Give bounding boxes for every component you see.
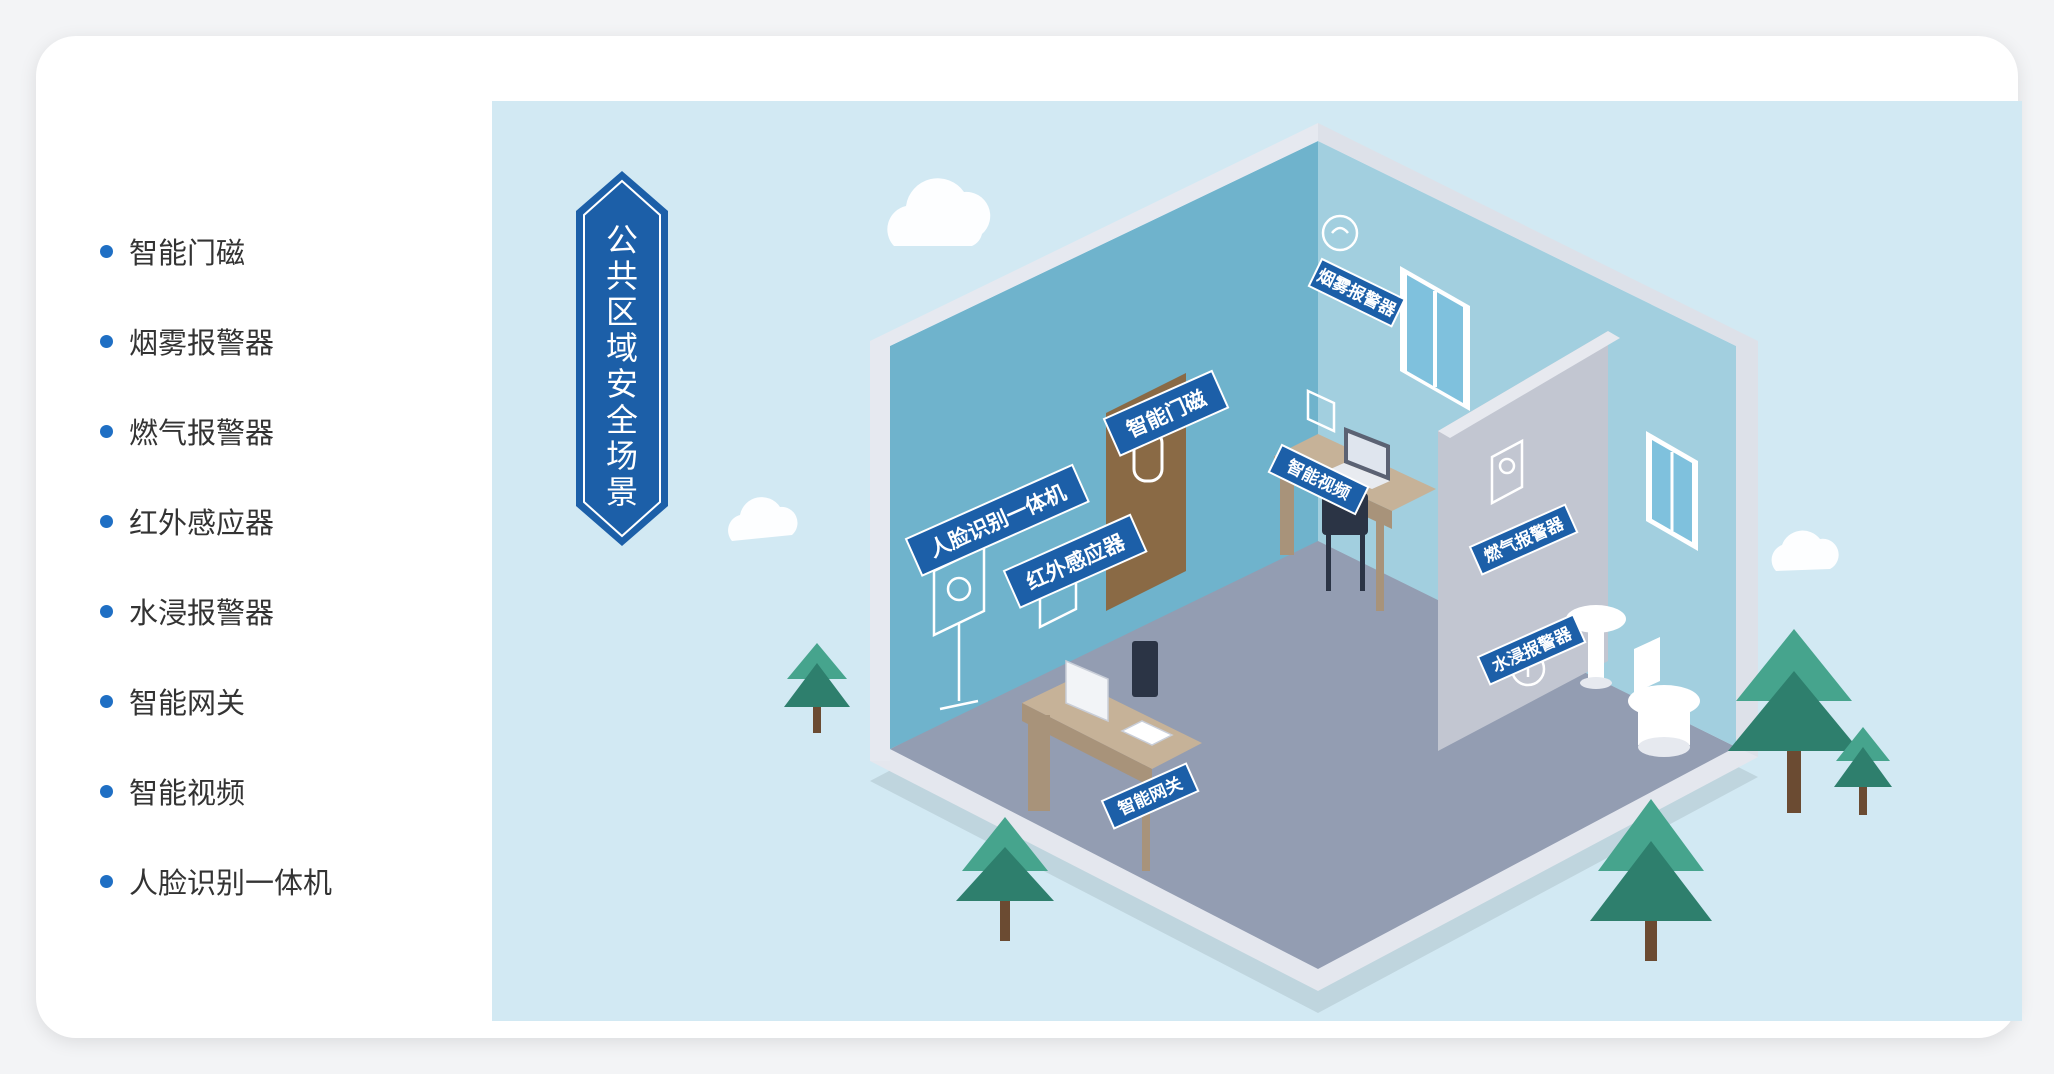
feature-label: 燃气报警器 <box>129 416 275 450</box>
feature-label: 红外感应器 <box>129 506 275 540</box>
tree-icon <box>784 643 850 733</box>
gas-detector-icon <box>1490 438 1524 506</box>
feature-item-video: 智能视频 <box>100 746 332 836</box>
feature-item-water-alarm: 水浸报警器 <box>100 566 332 656</box>
feature-label: 人脸识别一体机 <box>129 866 333 900</box>
label-face-terminal: 人脸识别一体机 <box>904 463 1090 577</box>
bullet-icon <box>100 874 113 888</box>
wash-basin <box>1566 605 1626 689</box>
bullet-icon <box>100 694 113 708</box>
scene-illustration: 公 共 区 域 安 全 场 景 <box>492 101 2022 1021</box>
window-icon <box>1400 266 1470 411</box>
tree-icon <box>1728 629 1860 813</box>
feature-item-door-sensor: 智能门磁 <box>100 206 332 296</box>
bullet-icon <box>100 244 113 258</box>
feature-item-gas-alarm: 燃气报警器 <box>100 386 332 476</box>
bullet-icon <box>100 514 113 528</box>
feature-label: 水浸报警器 <box>129 596 275 630</box>
feature-item-gateway: 智能网关 <box>100 656 332 746</box>
bullet-icon <box>100 604 113 618</box>
vertical-title-badge: 公 共 区 域 安 全 场 景 <box>576 171 668 546</box>
title-char: 景 <box>606 473 638 511</box>
feature-list: 智能门磁 烟雾报警器 燃气报警器 红外感应器 水浸报警器 智能网关 智能视频 <box>100 206 332 926</box>
tree-icon <box>1590 799 1712 961</box>
title-char: 共 <box>606 257 638 295</box>
left-wall <box>890 141 1318 749</box>
smoke-detector-icon <box>1321 214 1359 252</box>
window-icon <box>1646 431 1698 551</box>
cloud-icon <box>887 178 991 246</box>
cloud-icon <box>728 497 798 541</box>
title-char: 公 <box>606 221 638 259</box>
bullet-icon <box>100 334 113 348</box>
feature-label: 智能网关 <box>129 686 246 720</box>
title-char: 场 <box>606 437 638 475</box>
content-card: 智能门磁 烟雾报警器 燃气报警器 红外感应器 水浸报警器 智能网关 智能视频 <box>36 36 2022 1038</box>
feature-item-infrared-sensor: 红外感应器 <box>100 476 332 566</box>
bullet-icon <box>100 784 113 798</box>
tree-icon <box>956 817 1054 941</box>
desk-with-monitor <box>1022 641 1202 871</box>
feature-label: 烟雾报警器 <box>129 326 275 360</box>
feature-label: 智能视频 <box>129 776 246 810</box>
tree-icon <box>1834 727 1892 815</box>
title-char: 域 <box>606 329 638 367</box>
bullet-icon <box>100 424 113 438</box>
feature-item-smoke-alarm: 烟雾报警器 <box>100 296 332 386</box>
cloud-icon <box>1771 530 1839 571</box>
partition-wall-top <box>1438 331 1620 438</box>
title-char: 区 <box>606 293 638 331</box>
title-char: 全 <box>606 401 638 439</box>
toilet <box>1628 637 1700 757</box>
feature-label: 智能门磁 <box>129 236 246 270</box>
title-char: 安 <box>606 365 638 403</box>
feature-item-face-terminal: 人脸识别一体机 <box>100 836 332 926</box>
